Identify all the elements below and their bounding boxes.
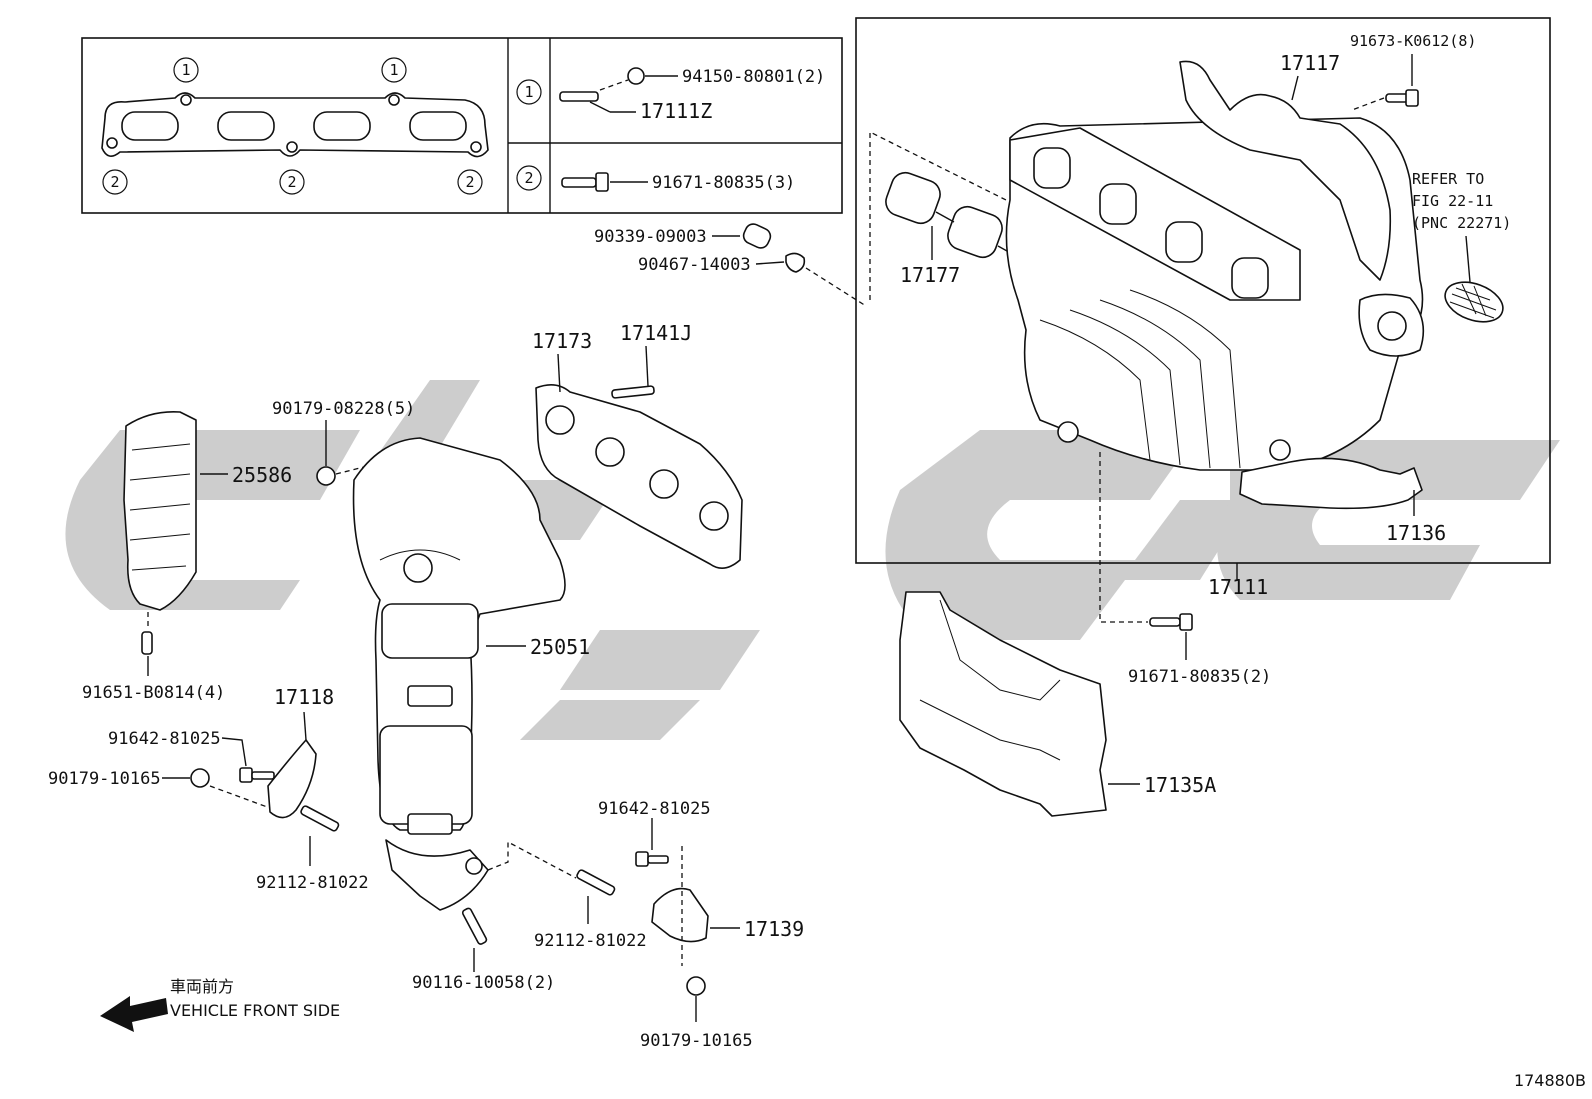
svg-text:2: 2 bbox=[287, 173, 296, 191]
part-17135A-shield: 17135A bbox=[899, 591, 1216, 817]
part-92112-81022-b: 92112-81022 bbox=[487, 840, 647, 951]
svg-text:1: 1 bbox=[524, 83, 533, 101]
svg-text:90467-14003: 90467-14003 bbox=[638, 255, 751, 275]
svg-text:17139: 17139 bbox=[744, 917, 804, 941]
nut-icon bbox=[627, 67, 645, 85]
callout-circle-2a: 2 bbox=[102, 169, 128, 195]
part-90116-10058: 90116-10058(2) bbox=[412, 907, 555, 993]
svg-text:2: 2 bbox=[110, 173, 119, 191]
refer-note: REFER TO FIG 22-11 (PNC 22271) bbox=[1412, 170, 1511, 323]
svg-text:17141J: 17141J bbox=[620, 321, 692, 345]
row1-circle: 1 bbox=[516, 79, 542, 105]
inset-table: 1 1 2 2 2 1 2 94150-80801(2) 17111Z 9167… bbox=[81, 37, 843, 214]
part-25051-exhaust-manifold: 25051 bbox=[352, 437, 590, 911]
label-17111Z: 17111Z bbox=[640, 99, 712, 123]
part-17136-shield: 17136 bbox=[1239, 457, 1446, 545]
part-91642-81025-b: 91642-81025 bbox=[598, 799, 711, 867]
svg-text:90179-10165: 90179-10165 bbox=[640, 1031, 753, 1051]
svg-text:91642-81025: 91642-81025 bbox=[598, 799, 711, 819]
svg-text:92112-81022: 92112-81022 bbox=[534, 931, 647, 951]
label-17111: 17111 bbox=[1208, 575, 1268, 599]
svg-text:92112-81022: 92112-81022 bbox=[256, 873, 369, 893]
part-17117-shield: 17117 bbox=[1179, 51, 1392, 281]
intake-manifold-box bbox=[855, 17, 1551, 564]
part-90179-10165-a: 90179-10165 bbox=[48, 768, 271, 809]
label-91671-80835-3: 91671-80835(3) bbox=[652, 173, 795, 193]
part-90179-10165-b: 90179-10165 bbox=[640, 976, 753, 1051]
part-91673-bolt: 91673-K0612(8) bbox=[1350, 32, 1476, 111]
svg-text:17173: 17173 bbox=[532, 329, 592, 353]
svg-text:17135A: 17135A bbox=[1144, 773, 1216, 797]
svg-text:91673-K0612(8): 91673-K0612(8) bbox=[1350, 32, 1476, 50]
part-17118-bracket: 17118 bbox=[267, 685, 334, 819]
label-94150-80801: 94150-80801(2) bbox=[682, 67, 825, 87]
part-17173-gasket: 17173 bbox=[532, 329, 743, 569]
figure-id: 174880B bbox=[1514, 1071, 1586, 1090]
stud-icon bbox=[559, 91, 599, 102]
svg-text:2: 2 bbox=[465, 173, 474, 191]
svg-text:(PNC 22271): (PNC 22271) bbox=[1412, 214, 1511, 232]
svg-text:17177: 17177 bbox=[900, 263, 960, 287]
row2-circle: 2 bbox=[516, 165, 542, 191]
direction-label-jp: 車両前方 bbox=[170, 977, 234, 996]
part-90467-14003: 90467-14003 bbox=[638, 252, 867, 307]
direction-label-en: VEHICLE FRONT SIDE bbox=[170, 1001, 340, 1020]
svg-text:25051: 25051 bbox=[530, 635, 590, 659]
svg-text:REFER TO: REFER TO bbox=[1412, 170, 1484, 188]
svg-text:2: 2 bbox=[524, 169, 533, 187]
svg-text:1: 1 bbox=[389, 61, 398, 79]
svg-text:90179-08228(5): 90179-08228(5) bbox=[272, 399, 415, 419]
callout-circle-1a: 1 bbox=[173, 57, 199, 83]
vehicle-front-arrow-icon bbox=[100, 996, 168, 1032]
part-90339-09003: 90339-09003 bbox=[594, 223, 772, 249]
svg-text:91651-B0814(4): 91651-B0814(4) bbox=[82, 683, 225, 703]
part-25586-heat-shield: 25586 bbox=[123, 410, 292, 611]
callout-circle-2c: 2 bbox=[457, 169, 483, 195]
part-92112-81022-a: 92112-81022 bbox=[256, 805, 369, 893]
part-91671-80835-2: 91671-80835(2) bbox=[1099, 452, 1271, 687]
svg-text:17117: 17117 bbox=[1280, 51, 1340, 75]
svg-text:17136: 17136 bbox=[1386, 521, 1446, 545]
svg-text:90116-10058(2): 90116-10058(2) bbox=[412, 973, 555, 993]
svg-text:25586: 25586 bbox=[232, 463, 292, 487]
bolt-icon bbox=[561, 177, 597, 188]
svg-text:90179-10165: 90179-10165 bbox=[48, 769, 161, 789]
inset-gasket bbox=[101, 92, 489, 158]
part-17141J-stud: 17141J bbox=[611, 321, 692, 399]
callout-circle-2b: 2 bbox=[279, 169, 305, 195]
svg-text:17118: 17118 bbox=[274, 685, 334, 709]
svg-text:90339-09003: 90339-09003 bbox=[594, 227, 707, 247]
part-17139-bracket: 17139 bbox=[651, 846, 804, 966]
part-17111-intake-manifold bbox=[1005, 117, 1425, 471]
callout-circle-1b: 1 bbox=[381, 57, 407, 83]
part-91651-B0814: 91651-B0814(4) bbox=[82, 612, 225, 703]
svg-text:91671-80835(2): 91671-80835(2) bbox=[1128, 667, 1271, 687]
svg-text:91642-81025: 91642-81025 bbox=[108, 729, 221, 749]
svg-text:FIG 22-11: FIG 22-11 bbox=[1412, 192, 1493, 210]
part-91642-81025-a: 91642-81025 bbox=[108, 729, 275, 783]
svg-text:1: 1 bbox=[181, 61, 190, 79]
